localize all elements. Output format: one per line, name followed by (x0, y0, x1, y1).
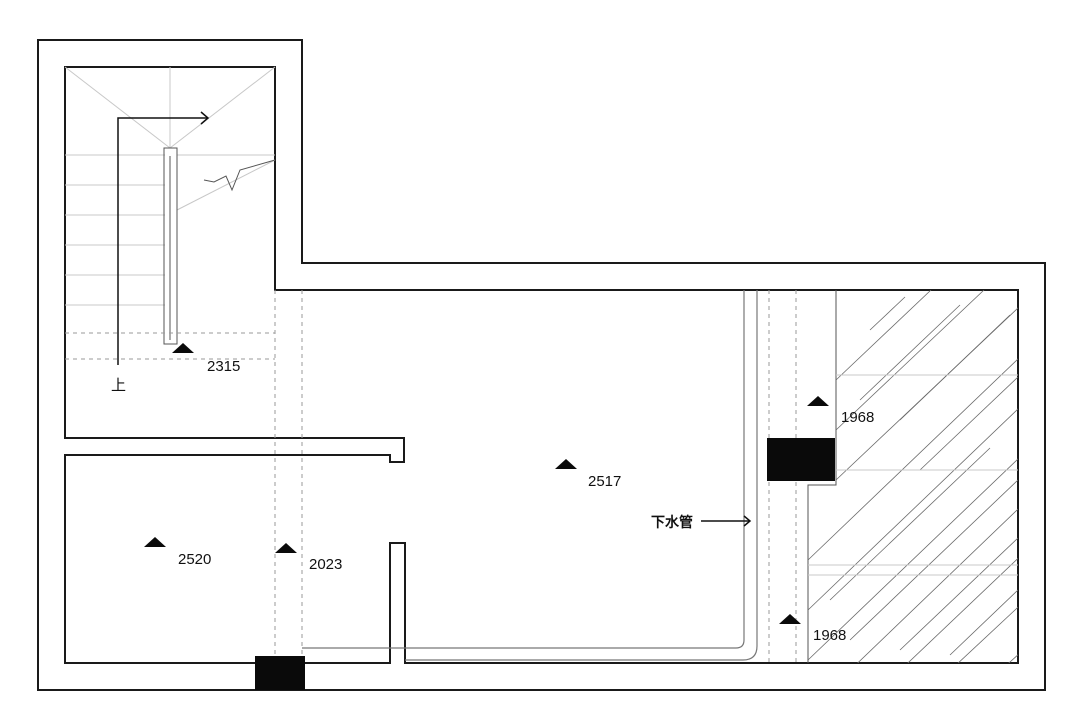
elevation-marker-passage (275, 543, 297, 553)
elevation-label-left-room: 2520 (178, 551, 211, 568)
hatched-zone (807, 290, 1018, 663)
outer-wall (37, 39, 1046, 691)
drain-channel (302, 290, 758, 661)
column-right (767, 438, 835, 481)
elevation-marker-stair-landing (172, 343, 194, 353)
elevation-marker-left-room (144, 537, 166, 547)
staircase (64, 66, 276, 360)
drain-pipe-arrow (701, 515, 752, 527)
stair-direction-arrow (117, 111, 210, 365)
elevation-label-main-room: 2517 (588, 473, 621, 490)
elevation-label-passage: 2023 (309, 556, 342, 573)
elevation-marker-main-room (555, 459, 577, 469)
elevation-label-right-upper: 1968 (841, 409, 874, 426)
drain-pipe-label: 下水管 (651, 514, 693, 531)
column-bottom (255, 656, 305, 690)
elevation-label-right-lower: 1968 (813, 627, 846, 644)
inner-wall (64, 66, 1019, 664)
reference-lines (274, 290, 797, 663)
elevation-marker-right-upper (807, 396, 829, 406)
stair-handrail (163, 147, 178, 345)
elevation-label-stair-landing: 2315 (207, 358, 240, 375)
stair-direction-label: 上 (111, 377, 126, 394)
elevation-marker-right-lower (779, 614, 801, 624)
